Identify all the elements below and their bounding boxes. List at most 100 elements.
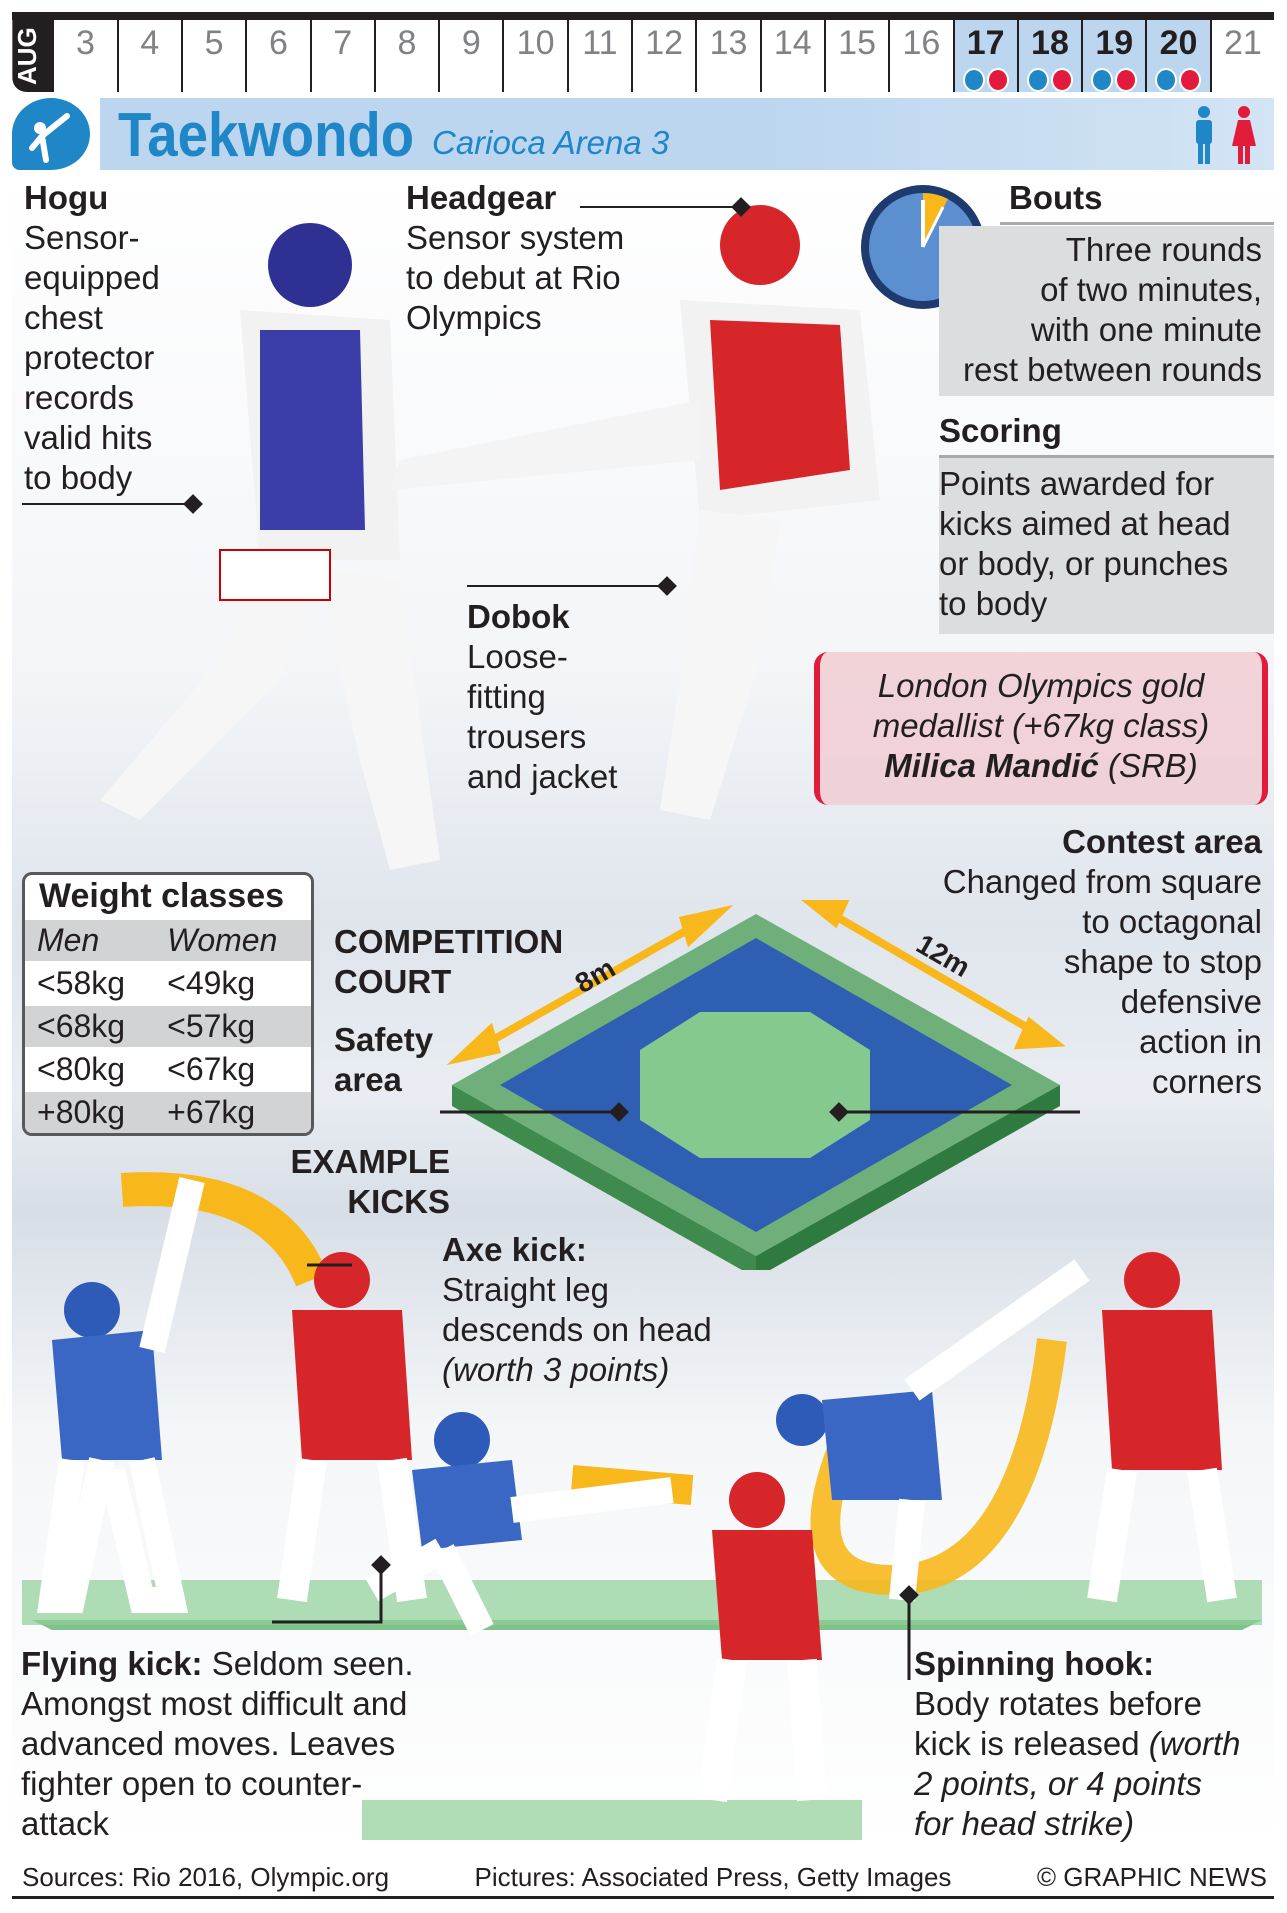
athlete-callout: London Olympics gold medallist (+67kg cl… — [814, 652, 1268, 805]
bouts-title: Bouts — [1009, 179, 1103, 216]
text-line: Amongst most difficult and — [21, 1685, 408, 1722]
taekwondo-pictogram-icon — [12, 98, 90, 170]
title-band — [100, 98, 1274, 170]
date-number: 11 — [582, 24, 618, 62]
text-line: action in — [1139, 1023, 1262, 1060]
date-number: 7 — [333, 24, 353, 62]
text-line: chest — [24, 299, 103, 336]
date-cell-11: 11 — [566, 20, 631, 92]
kick-illustrations — [22, 1172, 1262, 1840]
12m-arrow — [801, 900, 1066, 1050]
scoring-rule — [939, 455, 1274, 458]
weights-header: Women — [155, 918, 311, 962]
date-cell-19: 19 — [1081, 20, 1146, 92]
dobok-title: Dobok — [467, 598, 570, 635]
axe-kick-note: (worth 3 points) — [442, 1351, 670, 1388]
safety-line2: area — [334, 1061, 402, 1098]
text-line: fighter open to counter- — [21, 1765, 363, 1802]
athlete-line2: medallist (+67kg class) — [872, 707, 1210, 744]
flying-kick-title: Flying kick: — [21, 1645, 203, 1682]
date-cell-3: 3 — [52, 20, 116, 92]
date-number: 13 — [709, 24, 748, 62]
text-line: shape to stop — [1063, 943, 1262, 980]
text-line: to debut at Rio — [406, 259, 621, 296]
date-number: 10 — [516, 24, 555, 62]
octagon-contest-area — [640, 1012, 870, 1158]
text-line: corners — [1151, 1063, 1262, 1100]
month-label: AUG — [12, 20, 53, 92]
date-number: 18 — [1031, 24, 1069, 62]
picture-credits: Pictures: Associated Press, Getty Images — [474, 1862, 952, 1892]
text-line: trousers — [467, 718, 587, 755]
court-title-line2: COURT — [334, 963, 452, 1000]
date-number: 5 — [204, 24, 224, 62]
axe-kick-title: Axe kick: — [442, 1231, 587, 1268]
date-cell-18: 18 — [1016, 20, 1082, 92]
blue-fighter-axe — [37, 1177, 205, 1613]
text-line: of two minutes, — [1040, 271, 1262, 308]
kicks-title-line1: EXAMPLE — [290, 1143, 450, 1180]
weights-title: Weight classes — [39, 877, 285, 915]
medal-event-icon — [1026, 68, 1073, 92]
spinning-line3: 2 points, or 4 points — [914, 1765, 1203, 1802]
date-number: 14 — [773, 24, 812, 62]
court-title: COMPETITION COURT — [334, 922, 563, 1002]
text-line: Olympics — [406, 299, 542, 336]
medal-event-icon — [1091, 68, 1138, 92]
date-number: 19 — [1095, 24, 1134, 62]
dobok-leader — [467, 585, 667, 587]
headgear-title: Headgear — [406, 179, 557, 216]
footer-rule — [12, 1896, 1274, 1899]
date-cell-10: 10 — [502, 20, 566, 92]
date-cell-21: 21 — [1209, 20, 1274, 92]
date-cell-14: 14 — [759, 20, 824, 92]
weight-cell: <58kg — [25, 961, 156, 1005]
red-fighter-flying — [697, 1472, 827, 1803]
date-number: 21 — [1223, 24, 1262, 62]
contest-title: Contest area — [1062, 823, 1262, 860]
athlete-name: Milica Mandić — [884, 747, 1099, 784]
weight-cell: <68kg — [25, 1004, 156, 1048]
date-cell-20: 20 — [1145, 20, 1210, 92]
date-number: 15 — [838, 24, 876, 62]
safety-line1: Safety — [334, 1021, 434, 1058]
spinning-line2a: kick is released — [914, 1725, 1149, 1762]
text-line: records — [24, 379, 135, 416]
red-fighter-axe — [277, 1252, 427, 1603]
date-number: 20 — [1159, 24, 1198, 62]
safety-area-label: Safety area — [334, 1020, 433, 1100]
blue-fighter-flying — [365, 1412, 674, 1636]
weight-cell: <67kg — [155, 1047, 311, 1091]
text-line: protector — [24, 339, 155, 376]
text-line: attack — [21, 1805, 110, 1842]
date-number: 17 — [966, 24, 1005, 62]
text-line: to body — [24, 459, 133, 496]
sport-title: Taekwondo — [118, 101, 415, 170]
date-cell-5: 5 — [180, 20, 245, 92]
male-icon — [1196, 106, 1212, 164]
text-line: to octagonal — [1082, 903, 1262, 940]
date-cell-12: 12 — [631, 20, 695, 92]
weight-cell: <80kg — [25, 1047, 156, 1091]
text-line: Changed from square — [942, 863, 1262, 900]
date-number: 16 — [902, 24, 941, 62]
athlete-country: (SRB) — [1098, 747, 1198, 784]
medal-event-icon — [1155, 68, 1202, 92]
text-line: equipped — [24, 259, 160, 296]
athlete-line1: London Olympics gold — [877, 667, 1205, 704]
footer: Sources: Rio 2016, Olympic.org Pictures:… — [22, 1862, 1267, 1893]
text-line: advanced moves. Leaves — [21, 1725, 396, 1762]
red-fighter — [390, 205, 880, 820]
court-title-line1: COMPETITION — [334, 923, 564, 960]
text-line: fitting — [467, 678, 546, 715]
spinning-line1: Body rotates before — [914, 1685, 1203, 1722]
example-kicks-title: EXAMPLE KICKS — [280, 1142, 450, 1222]
date-number: 6 — [268, 24, 288, 62]
gender-icons — [1196, 106, 1256, 164]
